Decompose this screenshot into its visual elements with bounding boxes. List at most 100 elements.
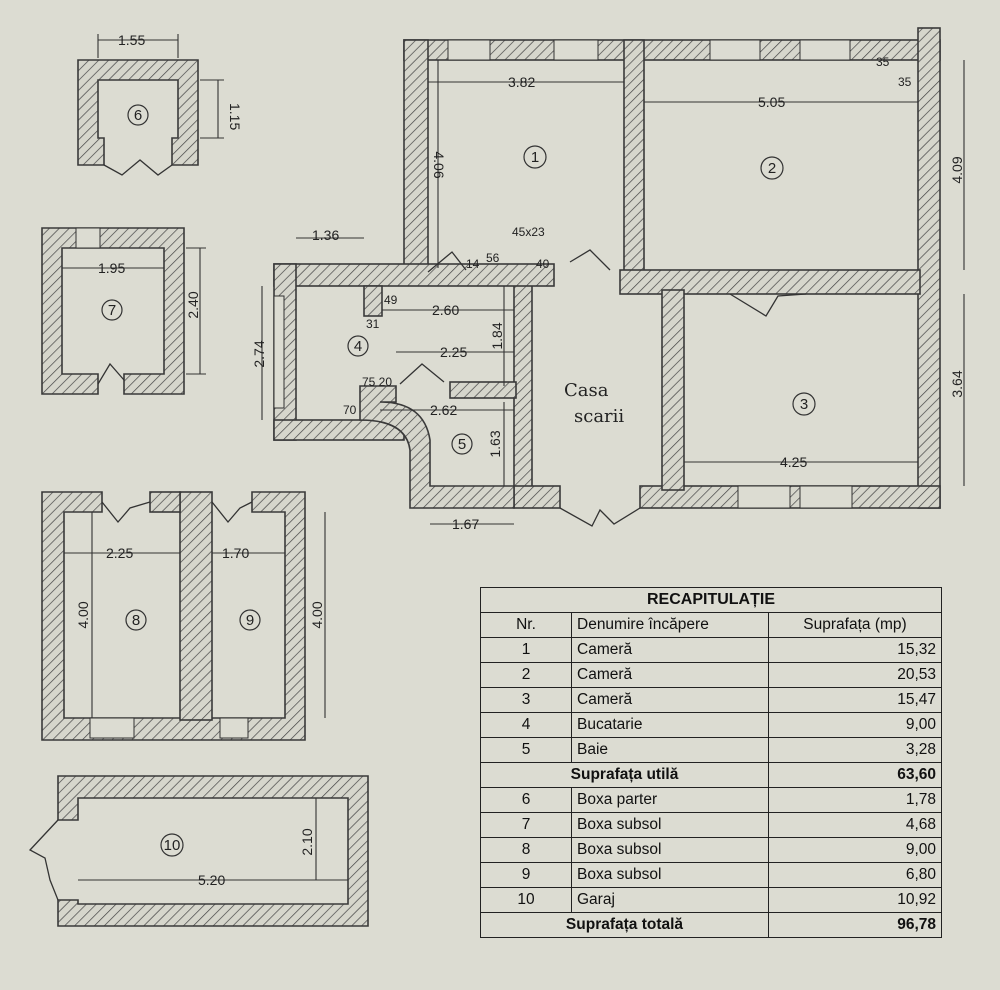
useful-area-label: Suprafața utilă — [480, 762, 769, 788]
dim-kitchen-depth-2: 1.84 — [489, 322, 505, 349]
dim-room7-depth: 2.40 — [185, 291, 201, 318]
row-nr: 4 — [480, 712, 572, 738]
row-nr: 2 — [480, 662, 572, 688]
dim-room6-width: 1.55 — [118, 32, 145, 48]
right-wall — [917, 27, 941, 509]
kitchen-pillar — [363, 285, 383, 317]
row-name: Boxa subsol — [571, 862, 769, 888]
apartment-plan: 3.82 4.06 5.05 4.09 35 35 45x23 14 56 40… — [251, 27, 965, 532]
row-nr: 3 — [480, 687, 572, 713]
row-nr: 9 — [480, 862, 572, 888]
row-area: 6,80 — [768, 862, 942, 888]
dim-40: 40 — [536, 257, 550, 271]
header-area: Suprafața (mp) — [768, 612, 942, 638]
row-area: 10,92 — [768, 887, 942, 913]
room-7-number: 7 — [108, 302, 116, 319]
row-name: Garaj — [571, 887, 769, 913]
dim-70: 70 — [343, 403, 357, 417]
dim-garage-width: 5.20 — [198, 872, 225, 888]
dim-room2-depth: 4.09 — [949, 156, 965, 183]
dim-kitchen-225: 2.25 — [440, 344, 467, 360]
table-row: 6 Boxa parter 1,78 — [480, 787, 942, 813]
useful-area-value: 63,60 — [768, 762, 942, 788]
row-name: Boxa parter — [571, 787, 769, 813]
dim-garage-depth: 2.10 — [299, 828, 315, 855]
dim-bath-bottom: 1.67 — [452, 516, 479, 532]
room-8-number: 8 — [132, 612, 140, 629]
row-name: Baie — [571, 737, 769, 763]
dim-35-b: 35 — [898, 75, 912, 89]
dim-room2-width: 5.05 — [758, 94, 785, 110]
row-area: 15,47 — [768, 687, 942, 713]
entrance-door — [559, 507, 641, 527]
room-5-number: 5 — [458, 436, 466, 453]
dim-14: 14 — [466, 257, 480, 271]
dim-room8-width: 2.25 — [106, 545, 133, 561]
dim-room1-depth: 4.06 — [431, 151, 447, 178]
dim-75-20: 75 20 — [362, 375, 392, 389]
row-nr: 6 — [480, 787, 572, 813]
row-area: 9,00 — [768, 712, 942, 738]
dim-room9-width: 1.70 — [222, 545, 249, 561]
row-nr: 8 — [480, 837, 572, 863]
table-row: 4 Bucatarie 9,00 — [480, 712, 942, 738]
row-nr: 7 — [480, 812, 572, 838]
header-nr: Nr. — [480, 612, 572, 638]
table-row: 1 Cameră 15,32 — [480, 637, 942, 663]
stairwell-label-line2: scarii — [574, 406, 624, 427]
row-area: 1,78 — [768, 787, 942, 813]
room-3-number: 3 — [800, 396, 808, 413]
room-10-number: 10 — [164, 837, 181, 854]
stairwell-label-line1: Casa — [564, 380, 609, 401]
dim-bath-depth: 1.63 — [487, 430, 503, 457]
header-name: Denumire încăpere — [571, 612, 769, 638]
room-8-door — [101, 501, 151, 524]
dim-bath-width: 2.62 — [430, 402, 457, 418]
row-name: Cameră — [571, 687, 769, 713]
room-10-walls — [57, 775, 369, 927]
row-name: Cameră — [571, 637, 769, 663]
dim-room6-depth: 1.15 — [227, 103, 243, 130]
table-row: 10 Garaj 10,92 — [480, 887, 942, 913]
table-row: 3 Cameră 15,47 — [480, 687, 942, 713]
row-area: 4,68 — [768, 812, 942, 838]
row-name: Boxa subsol — [571, 837, 769, 863]
row-area: 20,53 — [768, 662, 942, 688]
dim-kitchen-width: 2.60 — [432, 302, 459, 318]
row-area: 15,32 — [768, 637, 942, 663]
table-row: 5 Baie 3,28 — [480, 737, 942, 763]
row-nr: 5 — [480, 737, 572, 763]
row-name: Bucatarie — [571, 712, 769, 738]
table-row: 8 Boxa subsol 9,00 — [480, 837, 942, 863]
table-row: 7 Boxa subsol 4,68 — [480, 812, 942, 838]
dim-room3-depth: 3.64 — [949, 370, 965, 397]
row-area: 3,28 — [768, 737, 942, 763]
room-6-storage: 1.55 1.15 6 — [77, 32, 243, 176]
row-nr: 1 — [480, 637, 572, 663]
room-2-number: 2 — [768, 160, 776, 177]
table-row: 9 Boxa subsol 6,80 — [480, 862, 942, 888]
stair-door-1 — [569, 249, 611, 271]
recap-title: RECAPITULAȚIE — [480, 587, 942, 613]
rooms-8-9-storage: 2.25 1.70 4.00 4.00 8 9 — [41, 491, 326, 741]
garage-door — [28, 819, 59, 901]
room-9-door — [211, 501, 253, 524]
room-10-garage: 5.20 2.10 10 — [28, 775, 369, 927]
dim-room1-width: 3.82 — [508, 74, 535, 90]
bath-walls — [359, 385, 515, 509]
total-area-row: Suprafața totală 96,78 — [480, 912, 942, 938]
rooms-8-9-walls — [41, 491, 306, 741]
room-7-door — [97, 362, 125, 385]
room-6-number: 6 — [134, 107, 142, 124]
table-row: 2 Cameră 20,53 — [480, 662, 942, 688]
dim-room8-depth: 4.00 — [75, 601, 91, 628]
row-nr: 10 — [480, 887, 572, 913]
useful-area-row: Suprafața utilă 63,60 — [480, 762, 942, 788]
dim-room7-width: 1.95 — [98, 260, 125, 276]
total-area-label: Suprafața totală — [480, 912, 769, 938]
dim-kitchen-top-1-36: 1.36 — [312, 227, 339, 243]
row-area: 9,00 — [768, 837, 942, 863]
room-9-number: 9 — [246, 612, 254, 629]
row-name: Cameră — [571, 662, 769, 688]
dim-49: 49 — [384, 293, 398, 307]
